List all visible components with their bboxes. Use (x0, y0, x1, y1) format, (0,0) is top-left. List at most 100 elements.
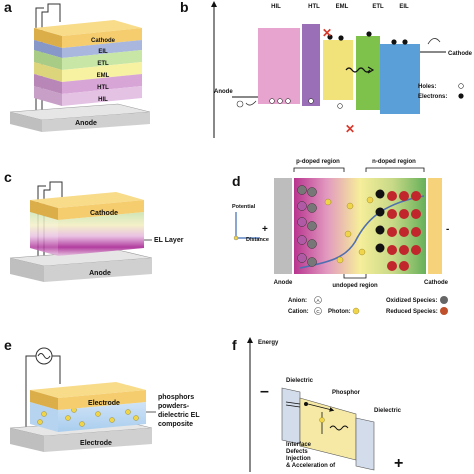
band-eil (380, 44, 420, 114)
legend-cation-symbol (314, 307, 322, 315)
dielectric-left-band (281, 387, 301, 445)
panel-letter-a: a (4, 0, 12, 15)
legend-oxidized: Oxidized Species: (386, 298, 437, 304)
potential-label: Potential (232, 204, 256, 210)
top-electrode-top (30, 382, 146, 398)
note-defects: Defects (286, 449, 308, 455)
layer-label-hil: HIL (98, 97, 108, 103)
top-electrode-side (30, 390, 58, 410)
cathode-top-face (34, 20, 142, 36)
anode-front (42, 112, 150, 132)
blocked-x-top: ✕ (322, 26, 332, 40)
distance-label: Distance (246, 237, 269, 243)
note-injection: Injection (286, 456, 311, 462)
holes (236, 98, 343, 109)
layer-label-cathode: Cathode (91, 38, 116, 44)
note-acceleration: & Acceleration of (286, 463, 336, 469)
layer-label-etl: ETL (97, 61, 109, 67)
legend-anion-symbol (314, 296, 322, 304)
potential-curve (299, 195, 425, 269)
layer-eml: EML (34, 62, 142, 82)
layer-label-eml: EML (97, 73, 110, 79)
composite-side (30, 402, 58, 432)
composite-label-4: composite (158, 421, 193, 428)
legend-electron-symbol (458, 93, 464, 99)
panel-b: b HIL HTL EML ETL EIL Anode Cathode (180, 0, 473, 138)
legend-anion: Anion: (288, 298, 307, 304)
legend-photon-symbol (352, 307, 360, 315)
phosphor-center (319, 417, 325, 423)
wire-e-right (52, 355, 61, 384)
el-layer-front (58, 212, 144, 256)
energy-label-f: Energy (258, 340, 279, 346)
trap-level-1 (285, 401, 301, 405)
layer-hil: HIL (34, 86, 142, 106)
p-side-species (297, 185, 317, 267)
axis-origin-dot (233, 235, 239, 241)
cathode-c-front (58, 200, 144, 220)
n-region-bracket (365, 167, 425, 172)
label-hil-b: HIL (271, 4, 281, 10)
electron-injection-arrow (427, 38, 441, 45)
anode-side (10, 112, 42, 132)
panel-d: d Potential Distance p-doped region n-do… (232, 159, 449, 315)
panel-letter-f: f (232, 337, 237, 353)
label-htl-b: HTL (308, 4, 320, 10)
p-region-label: p-doped region (296, 159, 340, 165)
plus-sign-f: + (394, 455, 403, 472)
electron-f (304, 402, 308, 406)
plus-sign-d: + (262, 224, 268, 235)
band-htl (302, 24, 320, 106)
el-layer-side (30, 212, 58, 256)
panel-f: f Energy – + Dielectric Phosphor Dielect… (232, 337, 403, 472)
legend-reduced: Reduced Species: (386, 309, 438, 315)
legend-reduced-symbol (440, 307, 448, 315)
minus-sign-d: - (446, 224, 449, 235)
top-electrode-label: Electrode (88, 400, 120, 407)
cathode-label-b: Cathode (448, 51, 473, 57)
p-region-bracket (293, 167, 345, 172)
n-region-label: n-doped region (372, 159, 416, 165)
cathode-c-side (30, 200, 58, 220)
photon-arrow-b (367, 66, 375, 74)
layer-label-anode: Anode (75, 120, 97, 127)
undoped-bracket (343, 274, 367, 279)
legend-anion-letter: A (316, 298, 319, 303)
composite-label-3: dielectric EL (158, 412, 200, 419)
panel-e: e Electrode Electrode phosphors (4, 337, 200, 452)
cathode-label-c: Cathode (90, 210, 118, 217)
anode-c-side (10, 258, 44, 282)
panel-c: c Anode Cathode EL Layer (4, 169, 184, 282)
cathode-c-top (30, 192, 144, 208)
phosphor-band (299, 397, 357, 461)
bottom-electrode-side (10, 428, 44, 452)
anode-label-c: Anode (89, 270, 111, 277)
n-side-species (375, 189, 421, 271)
layer-htl: HTL (34, 74, 142, 94)
anode-label-d: Anode (274, 280, 293, 286)
legend-cation-letter: C (316, 309, 320, 314)
anode-c-front (44, 258, 152, 282)
layer-etl: ETL (34, 50, 142, 70)
photon-wave-f (329, 425, 349, 431)
panel-a: a Anode Cathode EIL ETL EML (4, 0, 151, 132)
legend-hole-symbol (458, 83, 464, 89)
note-interface: Interface (286, 442, 312, 448)
layer-label-eil: EIL (98, 49, 108, 55)
label-eml-b: EML (336, 4, 349, 10)
layer-eil: EIL (34, 40, 142, 58)
panel-letter-d: d (232, 173, 241, 189)
electrons (327, 31, 408, 45)
ac-wave-icon (37, 353, 51, 359)
minus-sign-f: – (260, 383, 269, 400)
photons-d (324, 196, 374, 264)
anode-d (274, 178, 292, 274)
band-eml (323, 40, 353, 100)
label-eil-b: EIL (399, 4, 409, 10)
legend-cation: Cation: (288, 309, 309, 315)
panel-letter-e: e (4, 337, 12, 353)
hole-injection-arrow (245, 100, 257, 106)
legend-oxidized-symbol (440, 296, 448, 304)
anode-label-b: Anode (214, 89, 233, 95)
